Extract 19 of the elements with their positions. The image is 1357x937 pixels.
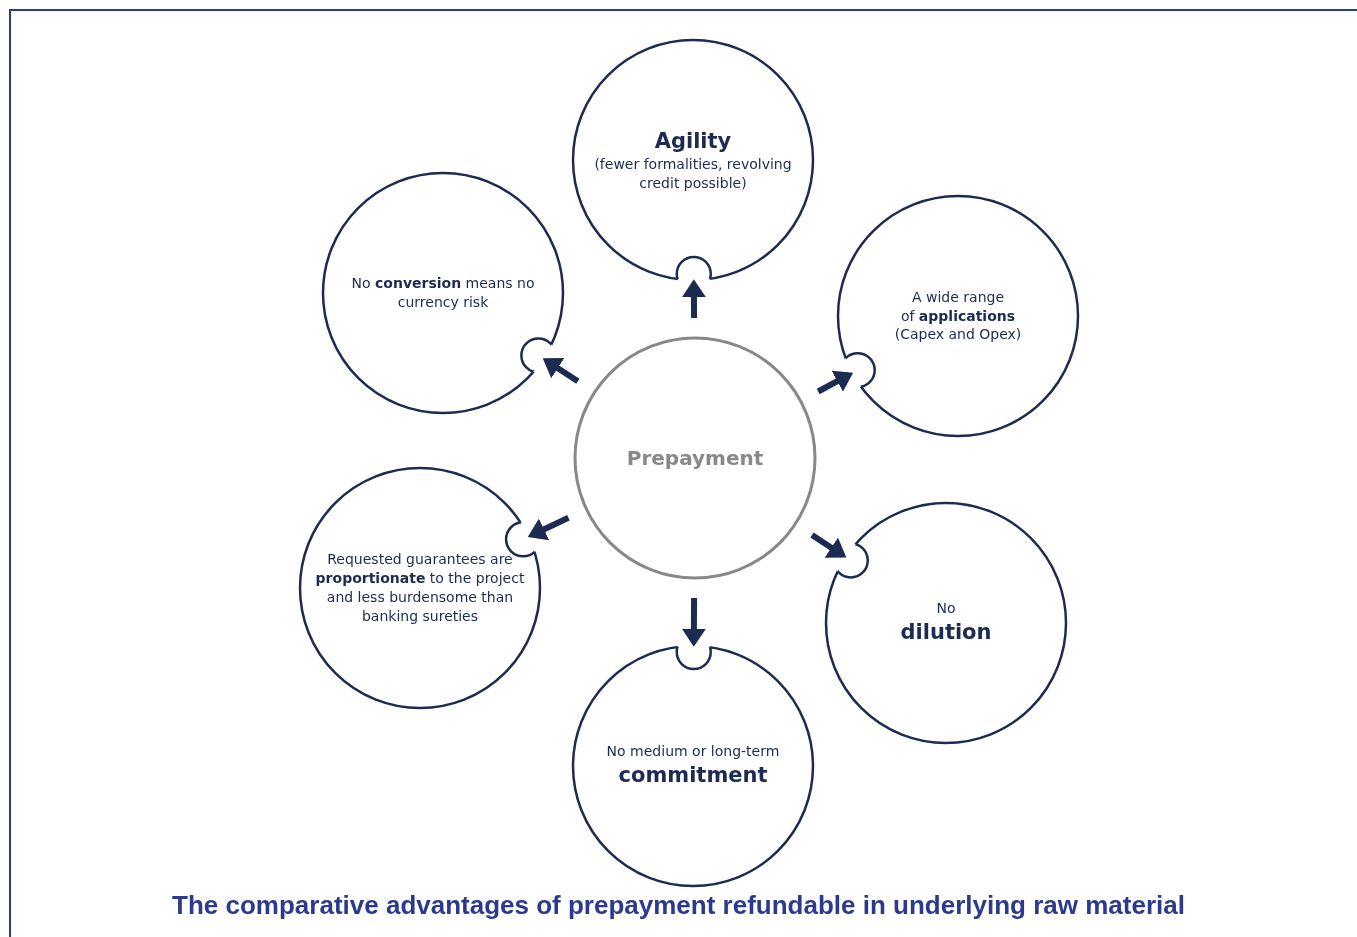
node-text: No medium or long-term bbox=[606, 742, 780, 762]
arrow bbox=[816, 370, 854, 395]
node-text: No conversion means no currency risk bbox=[350, 274, 536, 312]
node-heading: commitment bbox=[618, 762, 768, 790]
node-heading: Agility bbox=[654, 127, 732, 155]
arrow bbox=[810, 532, 847, 558]
arrow bbox=[527, 515, 570, 541]
node-text: Requested guarantees are proportionate to the project and less burdensome than banking sureties bbox=[314, 550, 526, 626]
node-text: No bbox=[936, 599, 956, 619]
node-text: (Capex and Opex) bbox=[894, 325, 1022, 345]
arrow bbox=[681, 279, 706, 319]
diagram-caption: The comparative advantages of prepayment refundable in underlying raw material bbox=[172, 890, 1185, 920]
node-text: of applications bbox=[900, 306, 1016, 326]
node-heading: Prepayment bbox=[626, 444, 764, 472]
node-heading: dilution bbox=[900, 619, 992, 647]
arrow bbox=[542, 358, 580, 384]
node-text: A wide range bbox=[912, 287, 1004, 307]
node-text: (fewer formalities, revolving credit possible) bbox=[593, 155, 793, 194]
arrow bbox=[681, 597, 706, 647]
